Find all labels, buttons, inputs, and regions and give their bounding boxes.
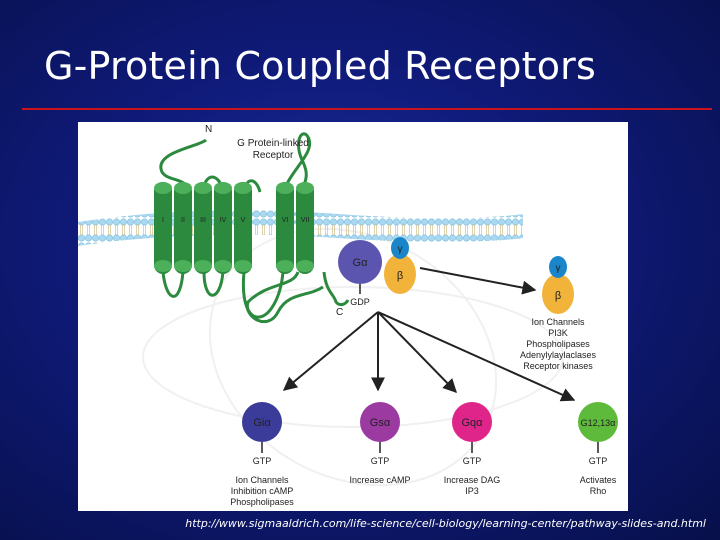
beta-subunit <box>384 254 416 294</box>
receptor-loops <box>159 132 350 324</box>
helix-5-label: V <box>241 217 246 224</box>
gs-effect-1: Increase cAMP <box>349 475 410 485</box>
helix-2: II <box>174 182 192 274</box>
title-divider <box>22 108 712 110</box>
gi-effect-2: Inhibition cAMP <box>231 486 294 496</box>
g-protein-complex: Gα β γ GDP <box>338 237 416 307</box>
gi-alpha-label: Giα <box>253 417 271 429</box>
helix-5: V <box>234 182 252 274</box>
n-terminus-label: N <box>205 124 212 135</box>
gamma-subunit <box>391 237 409 259</box>
receptor-helices: I II III IV <box>154 182 314 274</box>
helix-2-label: II <box>181 217 185 224</box>
gi-gtp-label: GTP <box>253 456 272 466</box>
receptor-label-line2: Receptor <box>253 150 294 161</box>
beta-free-subunit <box>542 274 574 314</box>
bg-effect-5: Receptor kinases <box>523 361 593 371</box>
gamma-free-subunit <box>549 256 567 278</box>
gpcr-diagram: I II III IV <box>78 122 628 511</box>
helix-4: IV <box>214 182 232 274</box>
source-url: http://www.sigmaaldrich.com/life-science… <box>185 517 706 530</box>
gs-alpha-label: Gsα <box>370 417 391 429</box>
gdp-label: GDP <box>350 297 370 307</box>
helix-1: I <box>154 182 172 274</box>
c-terminus-label: C <box>336 307 343 318</box>
gq-effect-2: IP3 <box>465 486 479 496</box>
bg-effect-3: Phospholipases <box>526 339 590 349</box>
arrow-to-beta-gamma <box>419 267 537 295</box>
receptor-label-line1: G Protein-linked <box>237 138 309 149</box>
slide-title: G-Protein Coupled Receptors <box>44 44 597 88</box>
bg-effect-2: PI3K <box>548 328 568 338</box>
gq-gtp-label: GTP <box>463 456 482 466</box>
g-alpha-subunit <box>338 240 382 284</box>
gs-alpha-node: Gsα GTP Increase cAMP <box>349 402 411 485</box>
g12-13-effect-1: Activates <box>580 475 617 485</box>
beta-free-label: β <box>555 290 561 302</box>
arrow-to-gq <box>377 311 457 394</box>
beta-gamma-dimer: β γ <box>542 256 574 314</box>
gs-gtp-label: GTP <box>371 456 390 466</box>
helix-1-label: I <box>162 217 164 224</box>
helix-6-label: VI <box>282 217 289 224</box>
arrow-to-gi <box>282 311 379 391</box>
gpcr-diagram-svg: I II III IV <box>78 124 618 507</box>
beta-label: β <box>397 270 403 282</box>
gi-effect-1: Ion Channels <box>235 475 289 485</box>
arrow-to-g12-13 <box>377 311 576 402</box>
helix-7: VII <box>296 182 314 274</box>
gq-alpha-node: Gqα GTP Increase DAG IP3 <box>444 402 501 496</box>
beta-gamma-effects: Ion Channels PI3K Phospholipases Adenyly… <box>520 317 597 371</box>
bg-effect-4: Adenylylaylaclases <box>520 350 597 360</box>
g12-13-alpha-label: G12,13α <box>581 418 616 428</box>
helix-3: III <box>194 182 212 274</box>
g12-13-effect-2: Rho <box>590 486 607 496</box>
g12-13-gtp-label: GTP <box>589 456 608 466</box>
helix-6: VI <box>276 182 294 274</box>
signal-arrows <box>282 267 576 402</box>
helix-3-label: III <box>200 217 206 224</box>
gamma-label: γ <box>398 244 403 255</box>
gi-effect-3: Phospholipases <box>230 497 294 507</box>
gq-alpha-label: Gqα <box>461 417 483 429</box>
gi-alpha-node: Giα GTP Ion Channels Inhibition cAMP Pho… <box>230 402 294 507</box>
g-alpha-label: Gα <box>353 257 369 269</box>
gq-effect-1: Increase DAG <box>444 475 501 485</box>
gamma-free-label: γ <box>556 263 561 274</box>
bg-effect-1: Ion Channels <box>531 317 585 327</box>
helix-7-label: VII <box>301 217 310 224</box>
g12-13-alpha-node: G12,13α GTP Activates Rho <box>578 402 618 496</box>
helix-4-label: IV <box>220 217 227 224</box>
